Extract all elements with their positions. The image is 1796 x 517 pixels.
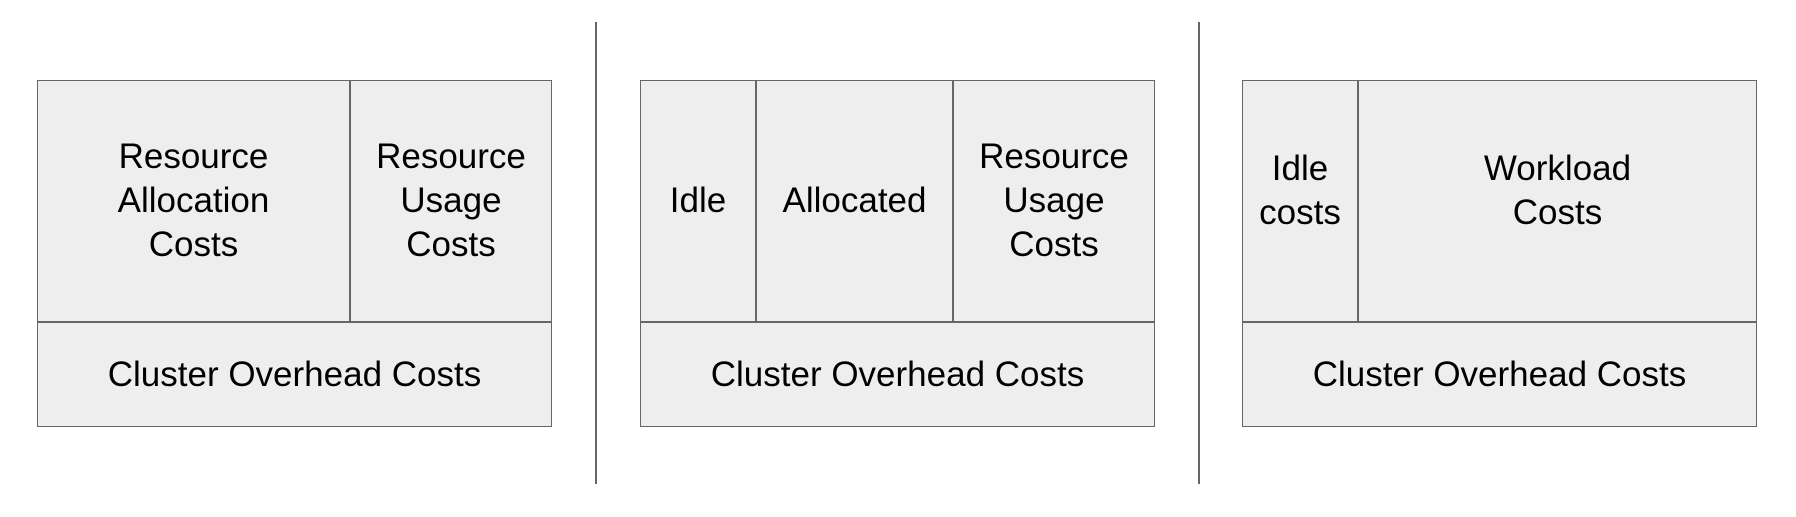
resource-allocation-costs-cell: Resource Allocation Costs xyxy=(117,137,270,264)
idle-costs-cell: Idle costs xyxy=(1259,149,1341,232)
cell-separator xyxy=(349,81,351,321)
resource-usage-costs-cell: Resource Usage Costs xyxy=(979,137,1129,264)
cost-model-panel-1: Resource Allocation Costs Resource Usage… xyxy=(37,80,552,427)
resource-usage-costs-cell: Resource Usage Costs xyxy=(376,137,526,264)
cost-model-panel-2: Idle Allocated Resource Usage Costs Clus… xyxy=(640,80,1155,427)
cell-separator xyxy=(952,81,954,321)
cluster-overhead-costs-cell: Cluster Overhead Costs xyxy=(107,354,482,394)
workload-costs-cell: Workload Costs xyxy=(1483,149,1632,232)
row-separator xyxy=(641,321,1154,323)
allocated-cell: Allocated xyxy=(782,181,927,220)
section-divider-1 xyxy=(595,22,597,484)
row-separator xyxy=(38,321,551,323)
cell-separator xyxy=(1357,81,1359,321)
cluster-overhead-costs-cell: Cluster Overhead Costs xyxy=(1312,354,1687,394)
row-separator xyxy=(1243,321,1756,323)
cell-separator xyxy=(755,81,757,321)
section-divider-2 xyxy=(1198,22,1200,484)
idle-cell: Idle xyxy=(669,181,727,220)
cost-model-panel-3: Idle costs Workload Costs Cluster Overhe… xyxy=(1242,80,1757,427)
cluster-overhead-costs-cell: Cluster Overhead Costs xyxy=(710,354,1085,394)
